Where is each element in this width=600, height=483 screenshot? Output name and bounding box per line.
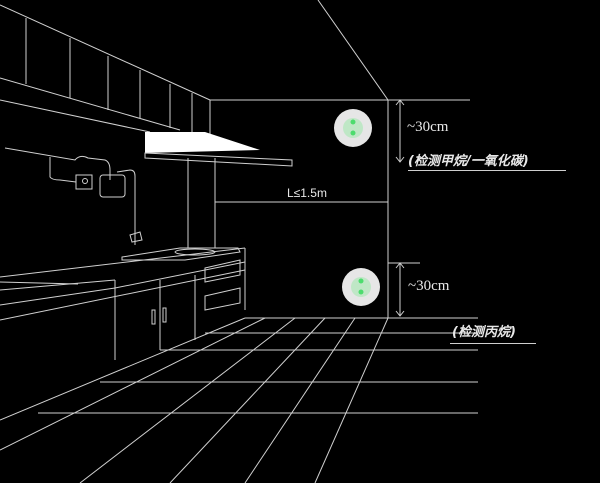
lower-distance-label: ~30cm bbox=[408, 278, 450, 294]
upper-distance-label: ~30cm bbox=[407, 119, 449, 135]
lower-gas-label: (检测丙烷) bbox=[452, 325, 516, 340]
lower-label-underline bbox=[450, 343, 536, 344]
detector-lower bbox=[342, 268, 380, 306]
upper-label-underline bbox=[408, 170, 566, 171]
detector-upper bbox=[334, 109, 372, 147]
horizontal-distance-label: L≤1.5m bbox=[287, 186, 327, 200]
upper-gas-label: (检测甲烷/一氧化碳) bbox=[408, 154, 529, 169]
ceiling-line bbox=[0, 4, 211, 101]
range-hood bbox=[145, 132, 260, 153]
